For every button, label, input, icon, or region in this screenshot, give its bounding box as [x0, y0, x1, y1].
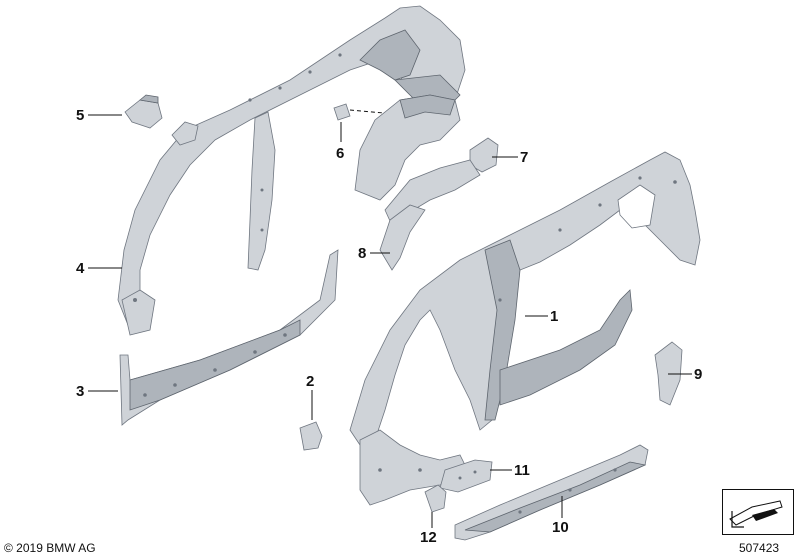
callout-2[interactable]: 2	[306, 373, 314, 390]
part-4-left-side-frame[interactable]	[117, 5, 466, 336]
part-12-bracket[interactable]	[424, 484, 447, 513]
callout-9[interactable]: 9	[694, 366, 702, 383]
part-8-wheel-arch[interactable]	[379, 159, 481, 271]
callout-5[interactable]: 5	[76, 107, 84, 124]
callout-8[interactable]: 8	[358, 245, 366, 262]
part-3-left-sill[interactable]	[119, 249, 339, 426]
rear-wheelhouse	[354, 94, 461, 201]
callout-3[interactable]: 3	[76, 383, 84, 400]
callout-4[interactable]: 4	[76, 260, 85, 277]
callout-6[interactable]: 6	[336, 145, 344, 162]
section-symbol-icon	[722, 489, 794, 535]
callout-1[interactable]: 1	[550, 308, 558, 325]
drawing-number: 507423	[739, 541, 780, 555]
copyright-text: © 2019 BMW AG	[4, 541, 96, 555]
roof-rail-bracket	[171, 121, 199, 146]
callout-7[interactable]: 7	[520, 149, 528, 166]
callout-11[interactable]: 11	[514, 462, 530, 479]
part-6-bracket[interactable]	[333, 103, 351, 121]
part-1-right-side-frame[interactable]	[349, 151, 701, 506]
part-10-right-sill[interactable]	[454, 444, 649, 541]
part-2-bracket[interactable]	[299, 421, 323, 451]
part-5-bracket[interactable]	[124, 94, 163, 129]
callout-12[interactable]: 12	[420, 529, 437, 546]
callout-10[interactable]: 10	[552, 519, 569, 536]
